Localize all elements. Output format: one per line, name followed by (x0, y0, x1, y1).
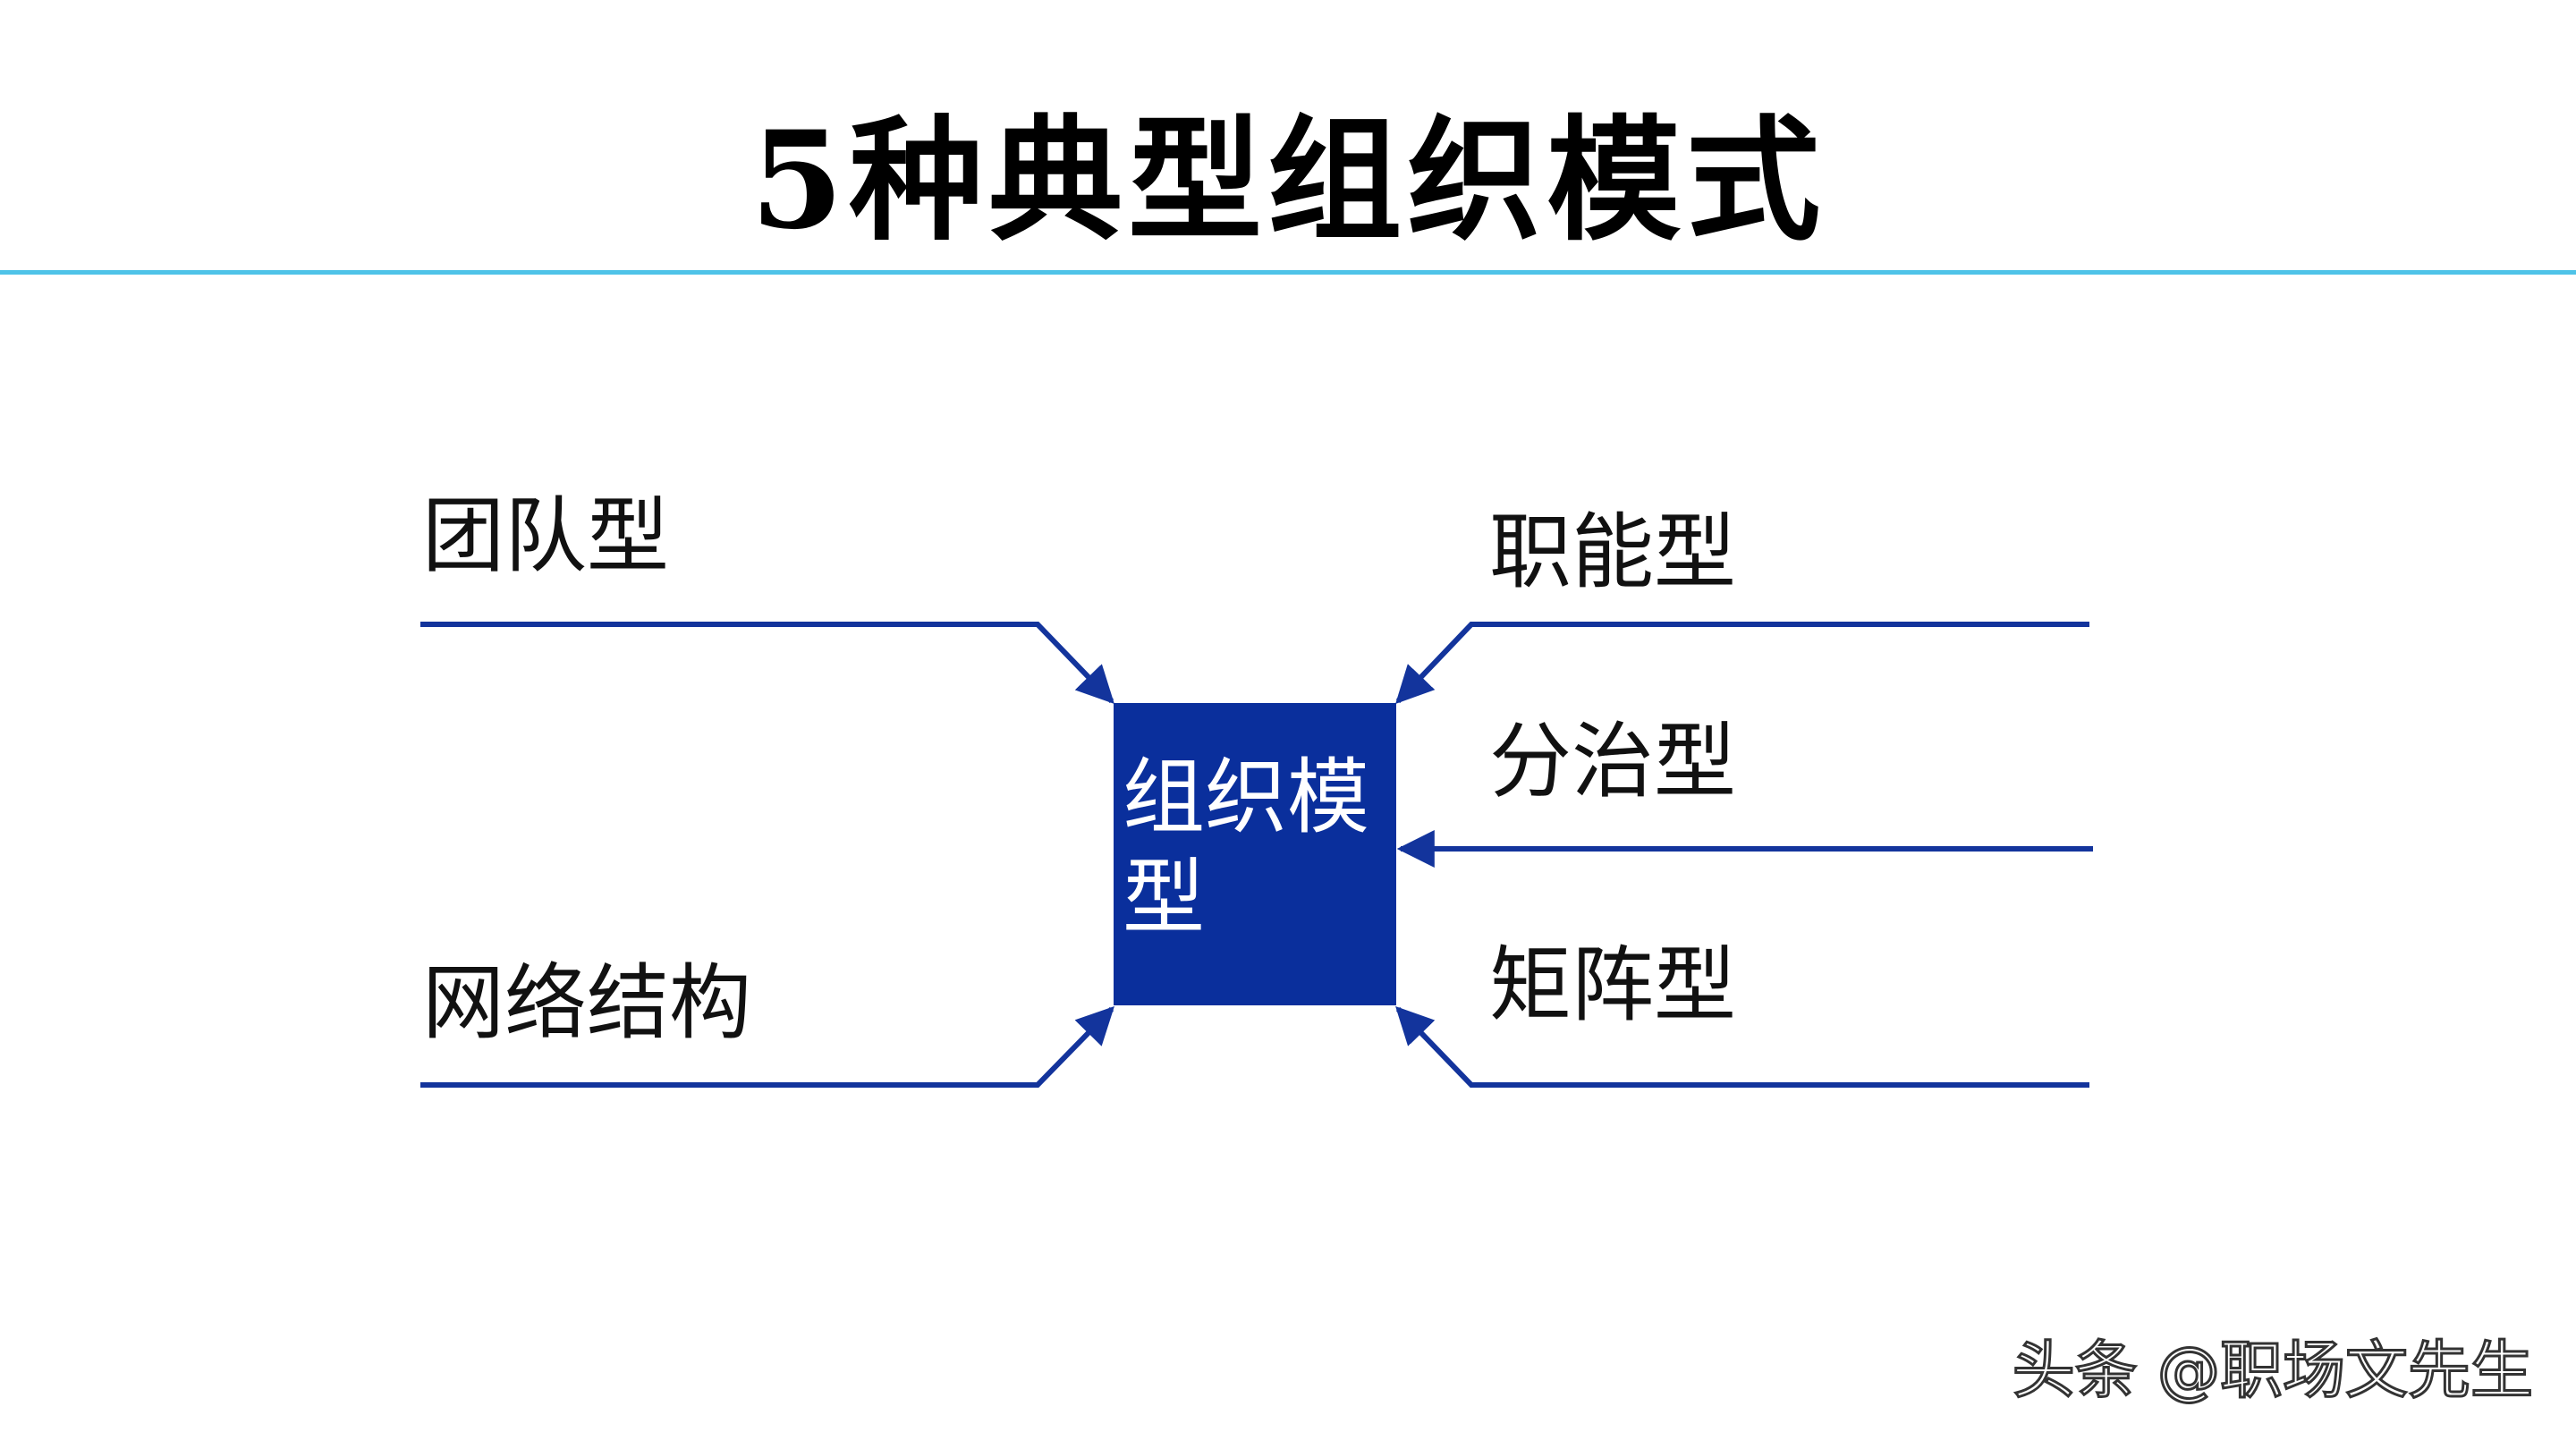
center-node-label: 组织模型 (1123, 750, 1370, 945)
center-node: 组织模型 (1114, 703, 1396, 1005)
connector-functional (1395, 622, 2089, 705)
node-label-matrix: 矩阵型 (1489, 937, 1737, 1033)
connector-network (420, 1005, 1114, 1088)
center-box (1114, 703, 1396, 1005)
node-label-team: 团队型 (422, 488, 670, 584)
slide-title: 5种典型组织模式 (750, 102, 1826, 259)
node-label-network: 网络结构 (422, 955, 752, 1051)
connector-team (420, 622, 1114, 705)
node-label-divisional: 分治型 (1489, 714, 1737, 809)
connector-matrix (1395, 1005, 2089, 1088)
watermark: 头条 @职场文先生 (2011, 1333, 2534, 1409)
node-label-functional: 职能型 (1489, 504, 1737, 600)
title-divider (0, 270, 2576, 275)
